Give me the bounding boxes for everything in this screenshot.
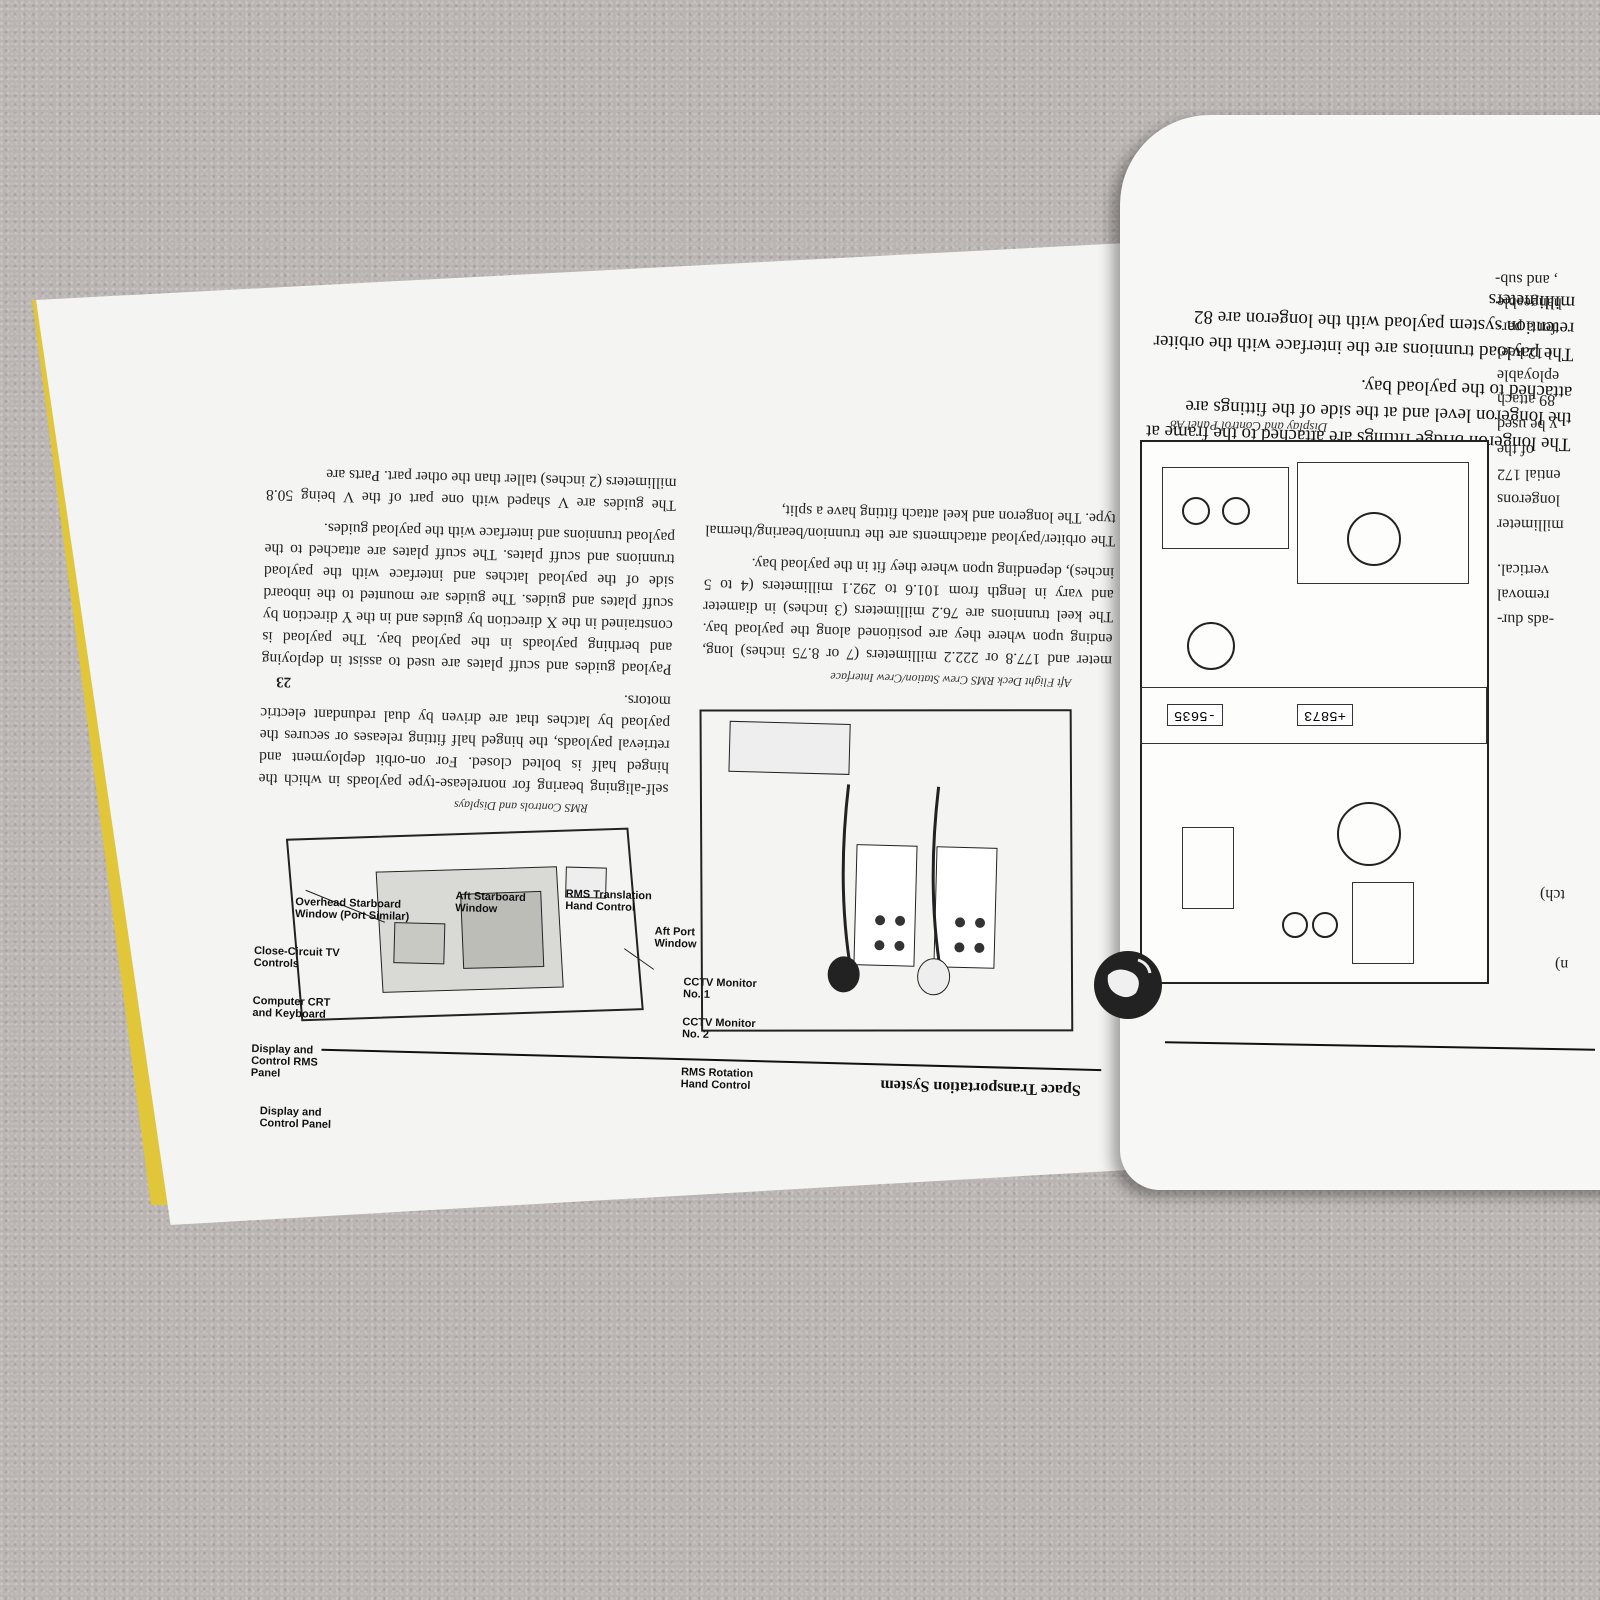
- edge-text-fragment: tch): [1539, 885, 1566, 904]
- edge-text-fragment: ential 172: [1496, 465, 1561, 484]
- backup-control-section: [1297, 462, 1469, 584]
- callout-label: Overhead Starboard Window (Port Similar): [294, 895, 410, 923]
- switch-bank: [1182, 827, 1234, 909]
- edge-text-fragment: removal: [1496, 585, 1550, 604]
- lighting-section: [1162, 467, 1289, 549]
- callout-label: Display and Control Panel: [259, 1105, 332, 1131]
- paragraph: The guides are V shaped with one part of…: [265, 465, 677, 514]
- dial-knob: [1222, 497, 1250, 525]
- edge-text-fragment: for a par-: [1496, 318, 1557, 337]
- parameter-knob: [1187, 622, 1235, 670]
- edge-text-fragment: , and sub-: [1494, 270, 1558, 289]
- crew-station-illustration: [699, 709, 1074, 1032]
- edge-text-fragment: longerons: [1496, 490, 1561, 509]
- edge-text-fragment: millimeter: [1496, 515, 1564, 534]
- joint-selector-knob: [1347, 512, 1401, 566]
- dial-knob: [1282, 912, 1308, 938]
- globe-emblem-icon: [1094, 951, 1162, 1019]
- switch-bank: [1352, 882, 1414, 964]
- left-page-content: Space Transportation System self-alignin…: [240, 319, 1121, 1141]
- figure-caption: RMS Controls and Displays: [453, 798, 589, 816]
- middle-column-text: meter and 177.8 or 222.2 millimeters (7 …: [702, 487, 1116, 672]
- paragraph: self-aligning bearing for nonrelease-typ…: [258, 691, 671, 798]
- readout-strip: [1140, 687, 1487, 744]
- paragraph: meter and 177.8 or 222.2 millimeters (7 …: [701, 554, 1115, 670]
- mode-selector-knob: [1337, 802, 1401, 866]
- dial-knob: [1312, 912, 1338, 938]
- paragraph: Payload guides and scuff plates are used…: [261, 519, 676, 678]
- edge-text-fragment: eployable: [1496, 366, 1560, 385]
- control-panel-diagram: -5635 +5873: [1140, 440, 1489, 984]
- left-page: [36, 243, 1196, 1225]
- page-number: 23: [275, 673, 292, 690]
- running-header: Space Transportation System: [880, 1076, 1081, 1099]
- callout-label: Display and Control RMS Panel: [250, 1042, 318, 1080]
- edge-text-fragment: hangeable: [1496, 293, 1562, 312]
- dial-knob: [1182, 497, 1210, 525]
- paragraph: The orbiter/payload attachments are the …: [705, 501, 1116, 550]
- left-column-text: self-aligning bearing for nonrelease-typ…: [258, 451, 677, 800]
- edge-text-fragment: n): [1554, 955, 1569, 974]
- callout-label: RMS Rotation Hand Control: [680, 1066, 754, 1092]
- figure-caption: Display and Control Panel A8: [1169, 417, 1328, 436]
- rms-controls-illustration: [285, 827, 655, 1022]
- edge-text-fragment: y be used: [1496, 415, 1558, 434]
- digital-readout: +5873: [1297, 704, 1354, 726]
- edge-text-fragment: vertical.: [1496, 560, 1550, 579]
- callout-label: Computer CRT and Keyboard: [252, 994, 331, 1021]
- callout-label: RMS Translation Hand Control: [565, 888, 652, 914]
- edge-text-fragment: -ads dur-: [1496, 610, 1555, 629]
- edge-text-fragment: 89 attach: [1496, 390, 1556, 409]
- callout-label: Close-Circuit TV Controls: [253, 944, 340, 971]
- callout-label: Aft Starboard Window: [455, 890, 526, 916]
- figure-caption: Aft Flight Deck RMS Crew Station/Crew In…: [830, 669, 1072, 691]
- edge-text-fragment: l 12 keel: [1496, 343, 1553, 362]
- digital-readout: -5635: [1167, 704, 1224, 726]
- edge-text-fragment: of the: [1496, 440, 1535, 459]
